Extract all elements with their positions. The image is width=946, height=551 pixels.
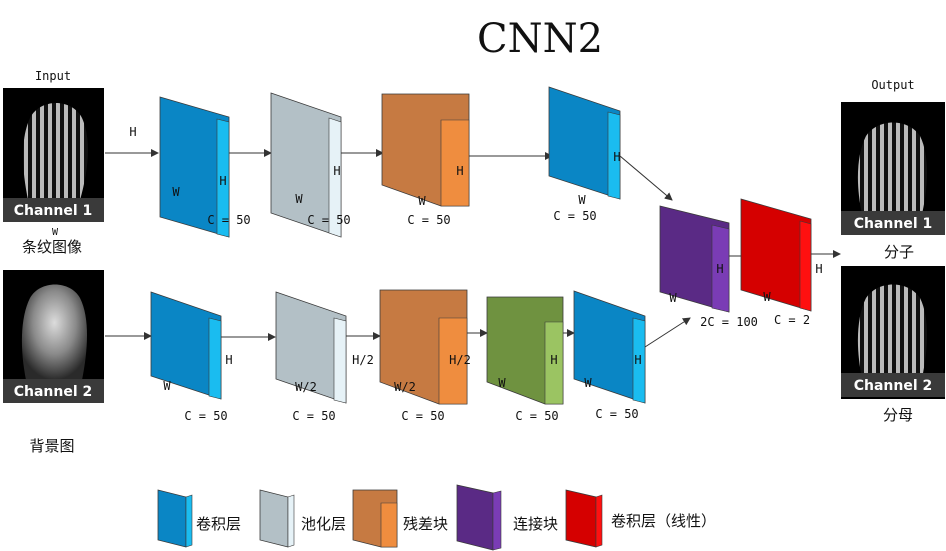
output-label: Output [871,78,914,92]
bottom-residual-c-label: C = 50 [401,409,444,423]
legend-item-linear: 卷积层（线性） [565,489,716,548]
input-label: Input [35,69,71,83]
output-channel-1-caption: 分子 [884,243,914,261]
bottom-conv-1-c-label: C = 50 [184,409,227,423]
input-channel-2-badge: Channel 2 [14,384,93,400]
top-pool-c-label: C = 50 [307,213,350,227]
bottom-residual-h-label: H/2 [449,353,471,367]
legend-label-pool: 池化层 [301,515,346,533]
output-channel-1-badge: Channel 1 [854,216,933,232]
top-conv-2-h-label: H [613,150,620,164]
bottom-conv-block-1 [150,291,222,400]
output-channel-1-image: Channel 1 [841,102,945,235]
legend: 卷积层 池化层 残差块 连接块 卷积层（线性） [157,484,716,551]
legend-label-residual: 残差块 [403,515,448,533]
bottom-pool-w-label: W/2 [295,380,317,394]
bottom-pool-c-label: C = 50 [292,409,335,423]
linear-h-label: H [815,262,822,276]
bottom-conv-2-c-label: C = 50 [595,407,638,421]
top-residual-c-label: C = 50 [407,213,450,227]
legend-item-pool: 池化层 [259,489,346,548]
top-conv-1-c-label: C = 50 [207,213,250,227]
output-channel-2-caption: 分母 [883,406,913,424]
top-pool-block [270,92,342,238]
legend-item-concat: 连接块 [456,484,558,551]
bottom-conv-block-2 [573,290,646,404]
concat-c-label: 2C = 100 [700,315,758,329]
legend-label-linear: 卷积层（线性） [611,512,716,530]
top-residual-w-label: W [418,194,426,208]
legend-label-conv: 卷积层 [196,515,241,533]
top-residual-h-label: H [456,164,463,178]
output-channel-2-image: Channel 2 [841,266,945,399]
bottom-conv-2-h-label: H [634,353,641,367]
concat-w-label: W [669,291,677,305]
bottom-upsample-block [486,296,564,405]
connection-arrows [105,149,841,348]
linear-w-label: W [763,290,771,304]
top-conv-1-h-label: H [219,174,226,188]
input-channel-2-image: Channel 2 [3,270,104,403]
bottom-residual-w-label: W/2 [394,380,416,394]
arrow-bottom-to-concat [644,317,691,348]
linear-c-label: C = 2 [774,313,810,327]
diagram-title: CNN2 [477,16,603,62]
top-pool-w-label: W [295,192,303,206]
bottom-upsample-w-label: W [498,376,506,390]
top-pool-h-label: H [333,164,340,178]
bottom-conv-2-w-label: W [584,376,592,390]
top-conv-2-w-label: W [578,193,586,207]
legend-item-residual: 残差块 [352,489,448,548]
top-conv-2-c-label: C = 50 [553,209,596,223]
bottom-residual-block [379,289,468,405]
input-w-label: W [52,227,59,238]
concat-block [659,205,730,313]
arrow-top-to-concat [619,155,673,201]
input-channel-1-badge: Channel 1 [14,203,93,219]
bottom-conv-1-w-label: W [163,379,171,393]
input-channel-2-caption: 背景图 [29,437,74,455]
concat-h-label: H [716,262,723,276]
bottom-upsample-h-label: H [550,353,557,367]
top-conv-block-2 [548,86,621,200]
output-channel-2-badge: Channel 2 [854,378,933,394]
bottom-conv-1-h-label: H [225,353,232,367]
top-conv-1-w-label: W [172,185,180,199]
legend-item-conv: 卷积层 [157,489,241,548]
input-channel-1-image: Channel 1 [3,88,104,222]
bottom-pool-h-label: H/2 [352,353,374,367]
top-conv-block-1 [159,96,230,238]
top-residual-block [381,93,470,207]
input-channel-1-caption: 条纹图像 [22,238,82,256]
legend-label-concat: 连接块 [513,515,558,533]
linear-conv-block [740,198,812,312]
top-input-h-label: H [129,125,136,139]
bottom-upsample-c-label: C = 50 [515,409,558,423]
bottom-pool-block [275,291,347,404]
